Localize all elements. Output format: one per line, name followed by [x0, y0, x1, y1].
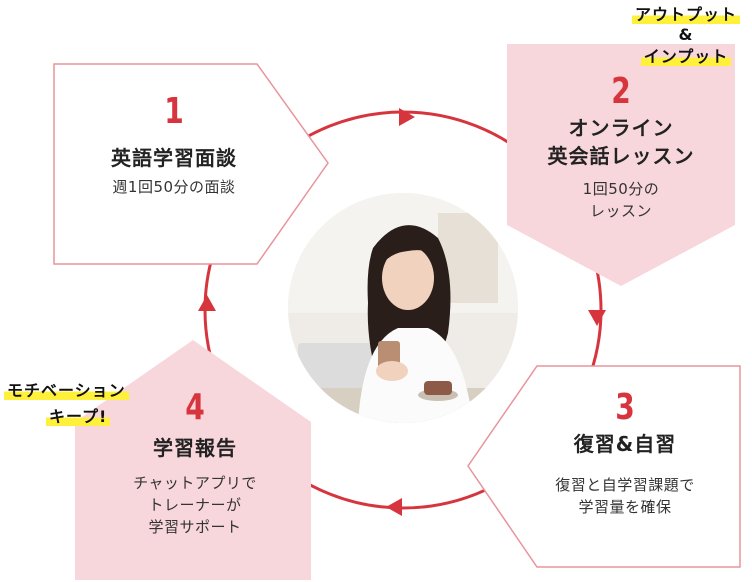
arrow-right-icon: [399, 108, 415, 126]
step-4-text: 4 学習報告 チャットアプリで トレーナーが 学習サポート: [95, 388, 295, 538]
tag-motivation: モチベーション: [4, 381, 129, 400]
step-3-title: 復習&自習: [573, 432, 677, 456]
step-4-desc-line-1: チャットアプリで: [133, 474, 257, 492]
arrow-up-icon: [198, 295, 216, 311]
step-2-card: [507, 44, 735, 286]
step-3-desc-line-2: 学習量を確保: [578, 498, 672, 516]
step-4-card: [75, 340, 311, 580]
arrow-down-icon: [588, 310, 606, 326]
tag-ampersand: &: [678, 25, 694, 44]
step-3-number: 3: [615, 387, 635, 428]
step-2-number: 2: [611, 71, 631, 112]
tag-input: インプット: [640, 47, 732, 66]
step-3-text: 3 復習&自習 復習と自学習課題で 学習量を確保: [520, 388, 730, 518]
step-2-title-line-2: 英会話レッスン: [547, 144, 695, 168]
arrow-left-icon: [386, 498, 402, 516]
step-2-desc-line-1: 1回50分の: [582, 180, 660, 198]
step-1-desc: 週1回50分の面談: [112, 178, 236, 196]
step-1-text: 1 英語学習面談 週1回50分の面談: [84, 92, 264, 198]
step-4-desc-line-2: トレーナーが: [148, 496, 242, 514]
step-1-title: 英語学習面談: [111, 146, 237, 170]
motivation-tag: モチベーション キープ!: [4, 381, 154, 426]
step-3-card: [467, 365, 741, 568]
step-4-title: 学習報告: [153, 436, 237, 460]
step-4-number: 4: [185, 387, 205, 428]
step-4-desc-line-3: 学習サポート: [148, 518, 242, 536]
step-3-desc-line-1: 復習と自学習課題で: [555, 476, 695, 494]
woman-with-phone-photo: [288, 193, 518, 423]
tag-output: アウトプット: [631, 5, 740, 24]
step-2-text: 2 オンライン 英会話レッスン 1回50分の レッスン: [521, 72, 721, 222]
step-2-desc-line-2: レッスン: [589, 202, 652, 220]
step-1-number: 1: [164, 91, 184, 132]
output-input-tag: アウトプット & インプット: [628, 5, 744, 66]
step-2-title-line-1: オンライン: [568, 116, 674, 140]
tag-keep: キープ!: [46, 407, 111, 426]
step-1-card: [53, 63, 329, 265]
